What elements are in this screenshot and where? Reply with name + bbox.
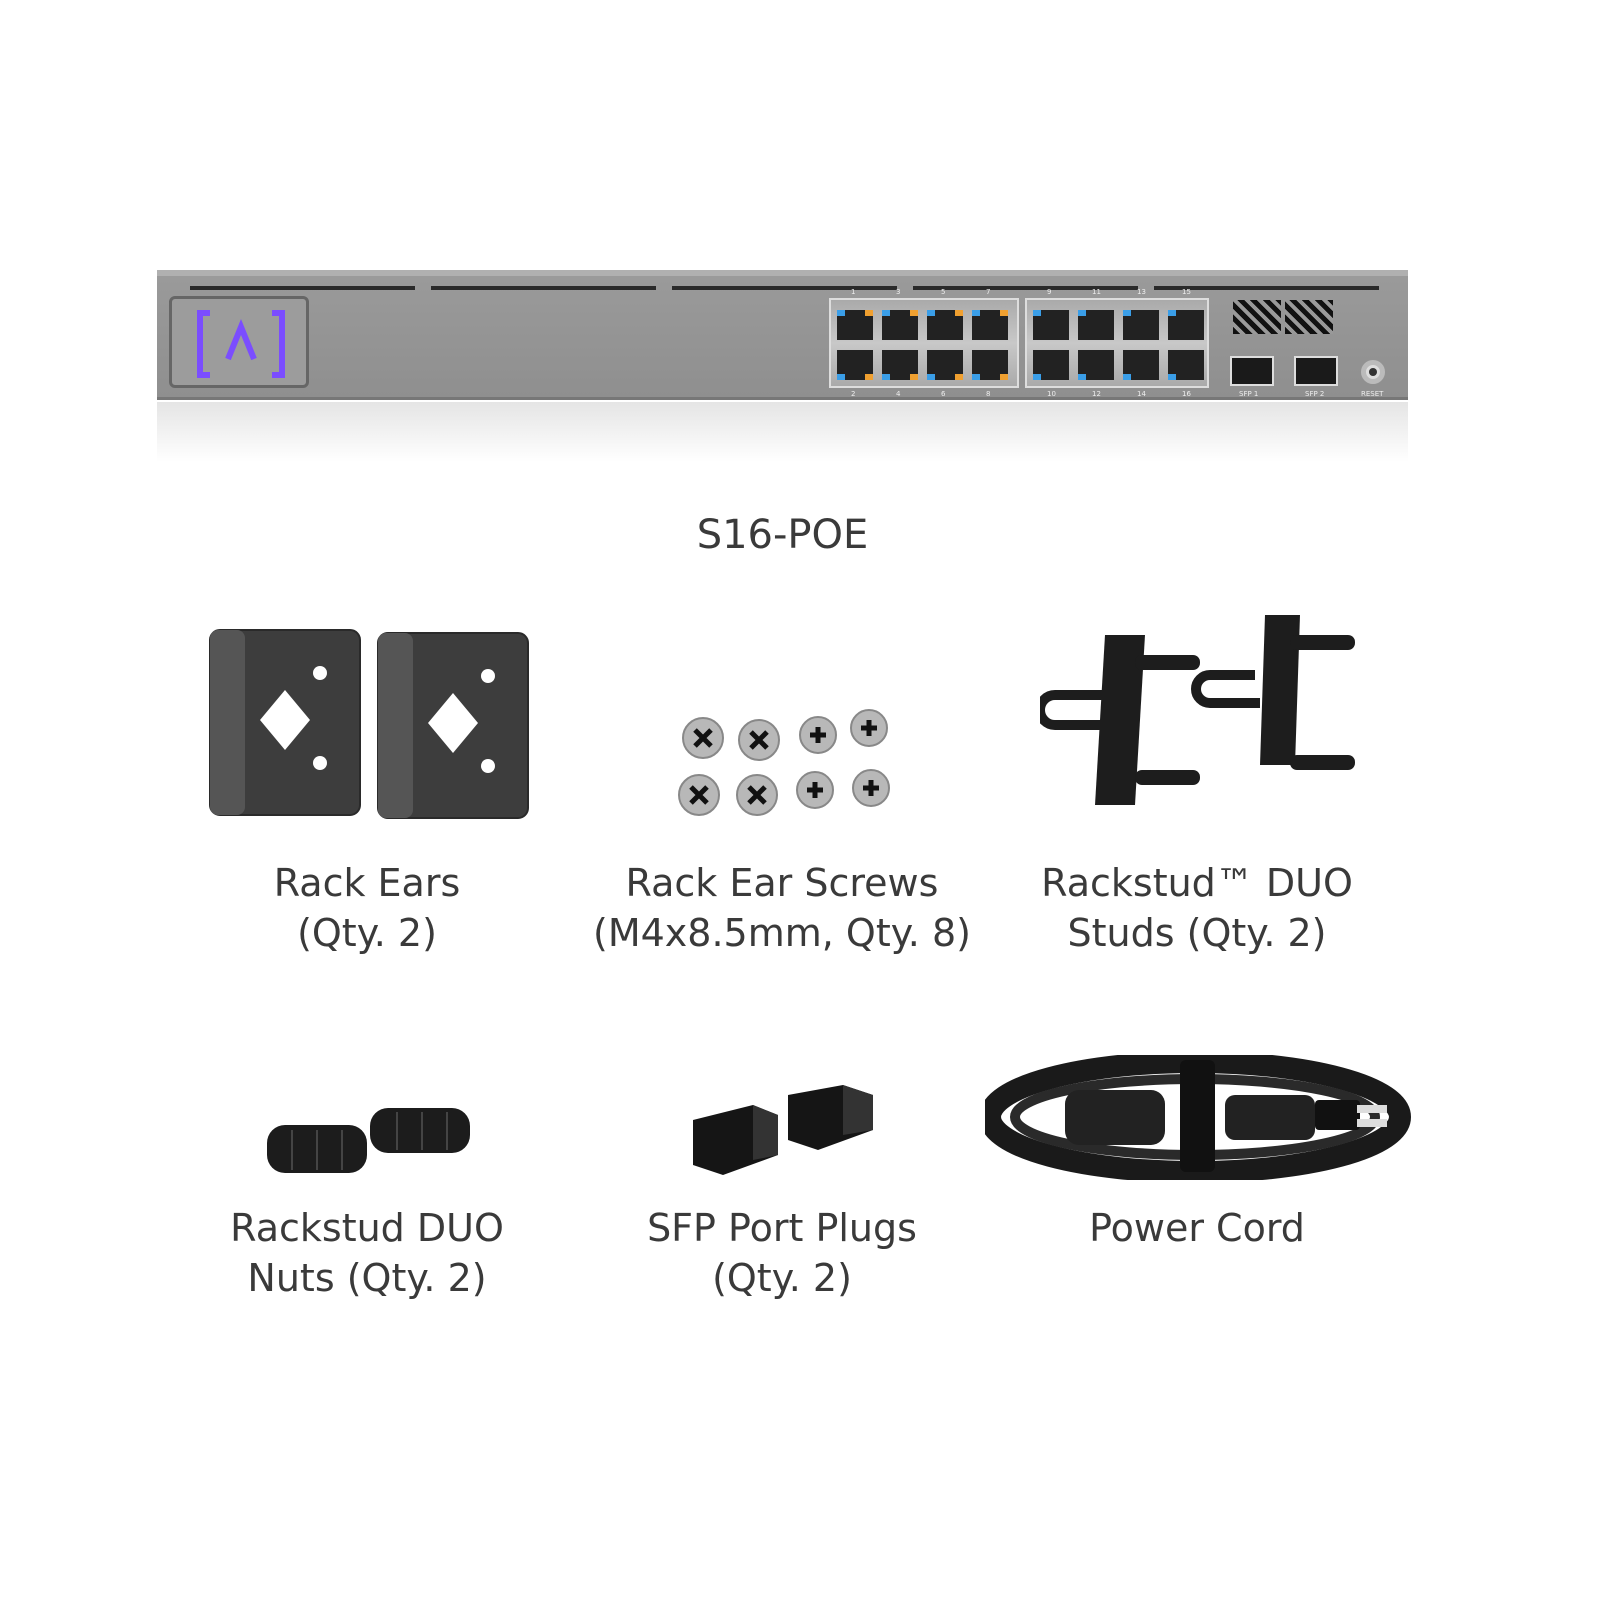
sfp-plugs-image [688,1080,883,1184]
rackstud-studs-image [1035,610,1360,814]
sfp-port-1[interactable] [1230,356,1274,386]
port-led [865,374,873,380]
port-group-1-8: 1 2 3 4 5 6 7 8 [829,288,1019,398]
rack-ears-image [205,625,535,829]
port-number: 10 [1047,390,1056,398]
ethernet-port-6[interactable] [927,350,963,380]
rackstud-nuts-image [262,1100,477,1184]
item-label-power-cord: Power Cord [977,1203,1417,1253]
ethernet-port-1[interactable] [837,310,873,340]
ethernet-port-15[interactable] [1168,310,1204,340]
ethernet-port-16[interactable] [1168,350,1204,380]
port-led [927,310,935,316]
port-number: 1 [851,288,856,296]
ethernet-port-9[interactable] [1033,310,1069,340]
ethernet-port-13[interactable] [1123,310,1159,340]
vent [190,286,415,290]
label-line: Studs (Qty. 2) [1067,911,1327,955]
vent [1154,286,1379,290]
item-label-rack-ear-screws: Rack Ear Screws (M4x8.5mm, Qty. 8) [562,858,1002,958]
port-number: 3 [896,288,901,296]
port-led [1168,310,1176,316]
port-led [1033,310,1041,316]
port-led [910,310,918,316]
screws-image [675,700,895,824]
item-label-rackstud-nuts: Rackstud DUO Nuts (Qty. 2) [147,1203,587,1303]
port-number: 12 [1092,390,1101,398]
port-number: 4 [896,390,901,398]
port-number: 16 [1182,390,1191,398]
port-led [1078,374,1086,380]
port-led [1123,374,1131,380]
port-led [1000,310,1008,316]
switch-reflection [157,402,1408,462]
label-line: (Qty. 2) [297,911,437,955]
ethernet-port-2[interactable] [837,350,873,380]
port-led [1033,374,1041,380]
port-led [1000,374,1008,380]
label-line: Rackstud DUO [230,1206,504,1250]
port-led [1123,310,1131,316]
port-led [972,310,980,316]
ethernet-port-4[interactable] [882,350,918,380]
sfp-port-2[interactable] [1294,356,1338,386]
reset-label: RESET [1361,390,1384,398]
item-label-rack-ears: Rack Ears (Qty. 2) [147,858,587,958]
port-led [1078,310,1086,316]
label-line: Rack Ear Screws [625,861,939,905]
port-number: 13 [1137,288,1146,296]
product-model: S16-POE [696,512,869,558]
port-led [882,310,890,316]
brand-logo [169,296,309,388]
ethernet-port-11[interactable] [1078,310,1114,340]
reset-button[interactable] [1361,360,1385,384]
sfp-label: SFP 1 [1239,390,1259,398]
vent-hatch [1285,300,1333,334]
item-label-sfp-plugs: SFP Port Plugs (Qty. 2) [562,1203,1002,1303]
port-number: 2 [851,390,856,398]
port-number: 15 [1182,288,1191,296]
item-label-rackstud-studs: Rackstud™ DUO Studs (Qty. 2) [977,858,1417,958]
vent-hatch [1233,300,1281,334]
ethernet-port-14[interactable] [1123,350,1159,380]
ethernet-port-8[interactable] [972,350,1008,380]
port-number: 9 [1047,288,1052,296]
port-led [955,310,963,316]
label-line: Rack Ears [273,861,461,905]
port-number: 5 [941,288,946,296]
label-line: (Qty. 2) [712,1256,852,1300]
port-led [865,310,873,316]
label-line: (M4x8.5mm, Qty. 8) [593,911,971,955]
port-number: 11 [1092,288,1101,296]
port-number: 8 [986,390,991,398]
sfp-label: SFP 2 [1305,390,1325,398]
ethernet-port-12[interactable] [1078,350,1114,380]
port-led [1168,374,1176,380]
port-led [910,374,918,380]
port-group-9-16: 9 10 11 12 13 14 15 16 [1025,288,1209,398]
label-line: Power Cord [1089,1206,1305,1250]
label-line: SFP Port Plugs [647,1206,917,1250]
label-line: Nuts (Qty. 2) [247,1256,487,1300]
power-cord-image [979,1051,1415,1184]
vent [431,286,656,290]
ethernet-port-7[interactable] [972,310,1008,340]
label-line: Rackstud™ DUO [1041,861,1353,905]
vent [672,286,897,290]
port-led [882,374,890,380]
port-led [955,374,963,380]
port-number: 14 [1137,390,1146,398]
ethernet-port-10[interactable] [1033,350,1069,380]
port-number: 7 [986,288,991,296]
port-number: 6 [941,390,946,398]
port-led [837,310,845,316]
port-led [837,374,845,380]
port-led [972,374,980,380]
ethernet-port-3[interactable] [882,310,918,340]
vent [913,286,1138,290]
ethernet-port-5[interactable] [927,310,963,340]
port-led [927,374,935,380]
